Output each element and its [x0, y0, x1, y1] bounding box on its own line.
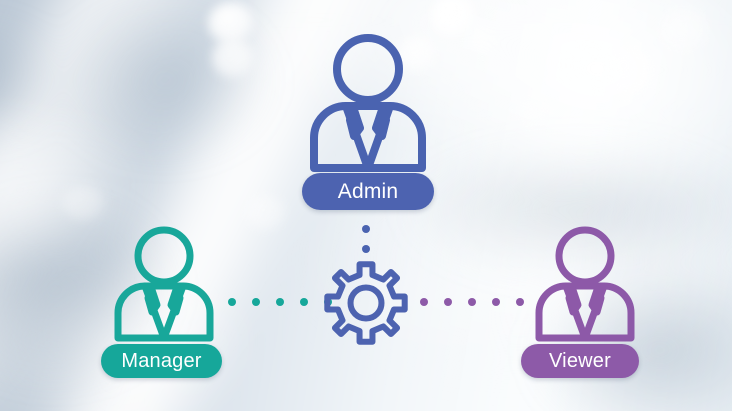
connector-dot-admin — [362, 245, 370, 253]
node-viewer-label-text: Viewer — [549, 349, 611, 372]
bokeh-light — [431, 0, 475, 38]
bokeh-light — [516, 96, 550, 128]
bokeh-light — [208, 2, 254, 44]
connector-dot-admin — [362, 225, 370, 233]
node-manager-label-text: Manager — [121, 349, 202, 372]
connector-dot-manager — [276, 298, 284, 306]
node-viewer-label[interactable]: Viewer — [521, 344, 639, 378]
node-admin-label[interactable]: Admin — [302, 173, 434, 210]
connector-dot-viewer — [468, 298, 476, 306]
user-suit-icon — [310, 34, 426, 172]
user-tie-left — [346, 106, 364, 140]
bokeh-light — [398, 36, 436, 72]
bokeh-light — [212, 38, 254, 78]
connector-dot-manager — [300, 298, 308, 306]
user-tie-right — [372, 106, 390, 140]
node-manager-label[interactable]: Manager — [101, 344, 222, 378]
bokeh-light — [660, 8, 708, 52]
bokeh-light — [62, 186, 106, 220]
node-admin-label-text: Admin — [337, 179, 399, 203]
user-tie-right — [167, 286, 184, 316]
connector-dot-viewer — [444, 298, 452, 306]
user-head — [333, 34, 403, 104]
connector-dot-manager — [252, 298, 260, 306]
connector-dot-viewer — [492, 298, 500, 306]
node-manager-icon[interactable] — [114, 224, 214, 342]
user-suit-icon — [535, 226, 635, 342]
bokeh-light — [246, 196, 286, 230]
node-viewer-icon[interactable] — [535, 224, 635, 342]
gear-center-hole — [347, 284, 385, 322]
user-tie-left — [144, 286, 161, 316]
user-head — [134, 226, 194, 286]
bokeh-light — [600, 46, 656, 98]
user-suit-icon — [114, 226, 214, 342]
node-admin-icon[interactable] — [310, 32, 428, 172]
user-head — [555, 226, 615, 286]
connector-dot-viewer — [516, 298, 524, 306]
center-gear[interactable] — [323, 260, 409, 346]
connector-dot-manager — [228, 298, 236, 306]
bokeh-light — [468, 26, 498, 54]
user-tie-right — [588, 286, 605, 316]
connector-dot-viewer — [420, 298, 428, 306]
user-tie-left — [565, 286, 582, 316]
gear-icon — [324, 261, 408, 345]
